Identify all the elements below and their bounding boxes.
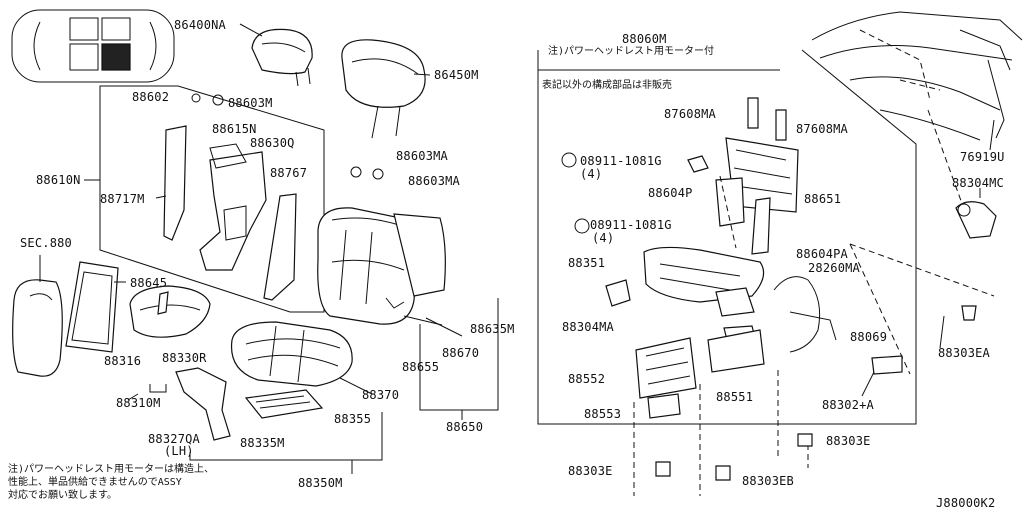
label-88602: 88602 (132, 90, 170, 104)
label-88604P: 88604P (648, 186, 693, 200)
headrest-86450M (341, 39, 426, 139)
car-location-icon (11, 9, 175, 83)
label-88304MA: 88304MA (562, 320, 614, 334)
label-88303E-right: 88303E (826, 434, 871, 448)
floor-panel-illustration (811, 11, 1023, 141)
label-88603MA-lower: 88603MA (408, 174, 460, 188)
label-08911-1081G-lower: 08911-1081G (590, 218, 672, 232)
label-88355: 88355 (334, 412, 372, 426)
label-88310M: 88310M (116, 396, 161, 410)
label-88069: 88069 (850, 330, 888, 344)
label-86450M: 86450M (434, 68, 479, 82)
label-88551: 88551 (716, 390, 754, 404)
label-88604PA: 88604PA (796, 247, 848, 261)
label-88351: 88351 (568, 256, 606, 270)
label-76919U: 76919U (960, 150, 1005, 164)
label-88635M: 88635M (470, 322, 515, 336)
label-88717M: 88717M (100, 192, 145, 206)
label-88316: 88316 (104, 354, 142, 368)
label-88610N: 88610N (36, 173, 81, 187)
label-86400NA: 86400NA (174, 18, 226, 32)
label-88630Q: 88630Q (250, 136, 295, 150)
label-88767: 88767 (270, 166, 308, 180)
label-88327QA: 88327QA (148, 432, 200, 446)
label-88650: 88650 (446, 420, 484, 434)
note-power-headrest-motor: 注)パワーヘッドレスト用モーター付 (548, 46, 715, 57)
label-88330R: 88330R (162, 351, 207, 365)
label-88370: 88370 (362, 388, 400, 402)
label-qty-lower: (4) (592, 231, 615, 245)
label-88350M: 88350M (298, 476, 343, 490)
label-28260MA: 28260MA (808, 261, 860, 275)
label-88304MC: 88304MC (952, 176, 1004, 190)
label-sec880: SEC.880 (20, 236, 72, 250)
label-88552: 88552 (568, 372, 606, 386)
label-88302A: 88302+A (822, 398, 874, 412)
label-88615N: 88615N (212, 122, 257, 136)
headrest-86400NA (251, 28, 313, 87)
label-88303E-left: 88303E (568, 464, 613, 478)
label-88060M: 88060M (622, 32, 667, 46)
label-87608MA-right: 87608MA (796, 122, 848, 136)
note-assy-supply: 注)パワーヘッドレスト用モーターは構造上、 性能上、単品供給できませんのでASS… (8, 464, 215, 501)
label-88645: 88645 (130, 276, 168, 290)
label-qty-upper: (4) (580, 167, 603, 181)
label-88303EB: 88303EB (742, 474, 794, 488)
label-88670: 88670 (442, 346, 480, 360)
label-08911-1081G-upper: 08911-1081G (580, 154, 662, 168)
label-88651: 88651 (804, 192, 842, 206)
label-88655: 88655 (402, 360, 440, 374)
label-88603MA-upper: 88603MA (396, 149, 448, 163)
label-88335M: 88335M (240, 436, 285, 450)
label-lh: (LH) (164, 444, 194, 458)
label-88603M: 88603M (228, 96, 273, 110)
label-88553: 88553 (584, 407, 622, 421)
label-88303EA: 88303EA (938, 346, 990, 360)
diagram-id: J88000K2 (936, 496, 996, 510)
note-not-sold-separately: 表記以外の構成部品は非販売 (542, 80, 672, 91)
label-87608MA-left: 87608MA (664, 107, 716, 121)
